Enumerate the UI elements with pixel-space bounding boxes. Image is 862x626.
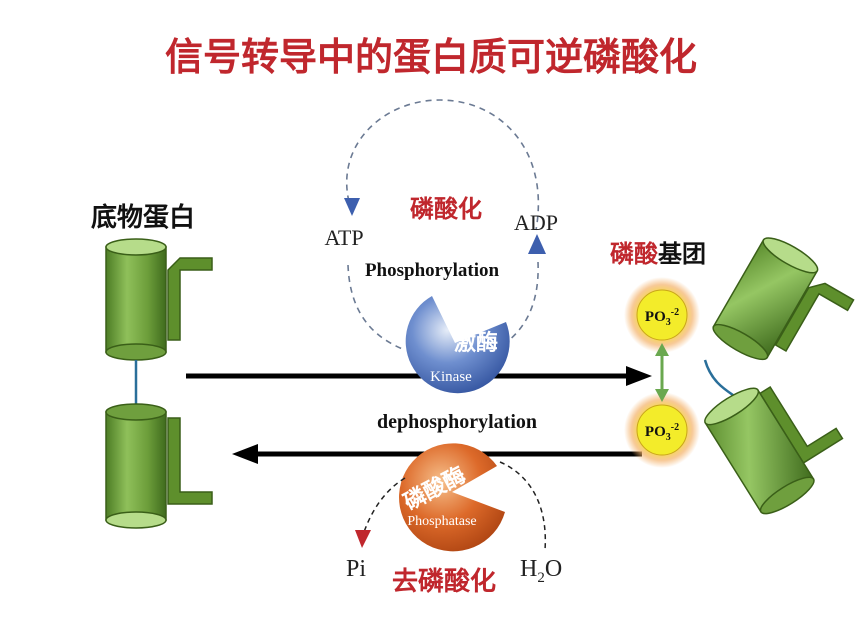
- adp-label: ADP: [514, 210, 558, 235]
- h2o-label: H2O: [520, 556, 562, 586]
- phosphorylated-protein-bottom: [704, 386, 844, 515]
- phosphorylation-en-label: Phosphorylation: [365, 260, 500, 281]
- substrate-protein-bottom: [105, 403, 213, 529]
- substrate-protein-label: 底物蛋白: [91, 202, 195, 233]
- dephos-path-h2o: [499, 461, 547, 551]
- backward-arrow-head: [232, 444, 258, 464]
- phosphate-arrowhead-down: [655, 389, 669, 402]
- dephosphorylation-cn-label: 去磷酸化: [392, 567, 496, 597]
- phosphorylation-cycle-left: [347, 264, 406, 351]
- dephosphorylation-en-label: dephosphorylation: [377, 411, 537, 433]
- phosphate-circle-bottom: [636, 404, 688, 456]
- kinase-cn-label: 激酶: [454, 330, 498, 356]
- phosphate-group-label: 磷酸基团: [610, 240, 706, 268]
- phosphorylation-cn-label: 磷酸化: [410, 195, 482, 223]
- forward-arrow-head: [626, 366, 652, 386]
- adp-arrowhead: [528, 234, 546, 254]
- atp-arrowhead: [344, 198, 360, 216]
- phosphatase-en-label: Phosphatase: [407, 514, 476, 529]
- page-title: 信号转导中的蛋白质可逆磷酸化: [165, 35, 697, 79]
- phosphatase-enzyme: [399, 443, 505, 552]
- substrate-protein-top: [105, 238, 213, 361]
- kinase-enzyme: [405, 296, 510, 394]
- phosphorylated-protein-top: [712, 237, 855, 361]
- phosphate-circle-top: [636, 289, 688, 341]
- atp-label: ATP: [324, 225, 363, 250]
- phosphorylation-cycle-top: [346, 99, 540, 231]
- phosphate-arrowhead-up: [655, 343, 669, 356]
- pi-arrowhead: [355, 530, 371, 548]
- pi-label: Pi: [346, 556, 366, 582]
- phosphate-label-bottom: PO3-2: [645, 422, 679, 443]
- dephos-path-pi: [363, 477, 406, 533]
- phosphate-label-top: PO3-2: [645, 307, 679, 328]
- kinase-en-label: Kinase: [430, 369, 472, 385]
